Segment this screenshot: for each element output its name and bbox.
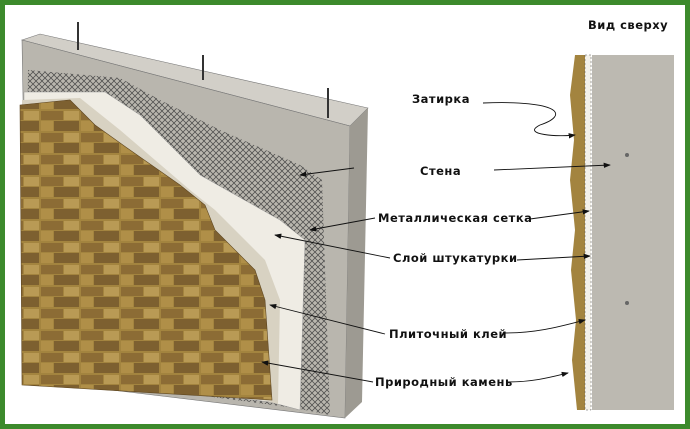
3d-wall-section (19, 22, 369, 419)
label-plaster-layer: Слой штукатурки (393, 251, 518, 265)
label-wall: Стена (420, 164, 462, 178)
label-metal-mesh: Металлическая сетка (378, 211, 533, 225)
top-view-plaster (584, 54, 592, 411)
wall-side-face (345, 108, 368, 418)
label-natural-stone: Природный камень (375, 375, 513, 389)
natural-stone-cladding (19, 99, 273, 401)
leader-arrows (261, 102, 611, 383)
top-view-section (570, 54, 674, 411)
label-grout: Затирка (412, 92, 470, 106)
top-view-wall (592, 55, 674, 410)
label-tile-adhesive: Плиточный клей (389, 327, 508, 341)
top-view-stone (570, 55, 585, 410)
top-view-title: Вид сверху (588, 18, 669, 32)
